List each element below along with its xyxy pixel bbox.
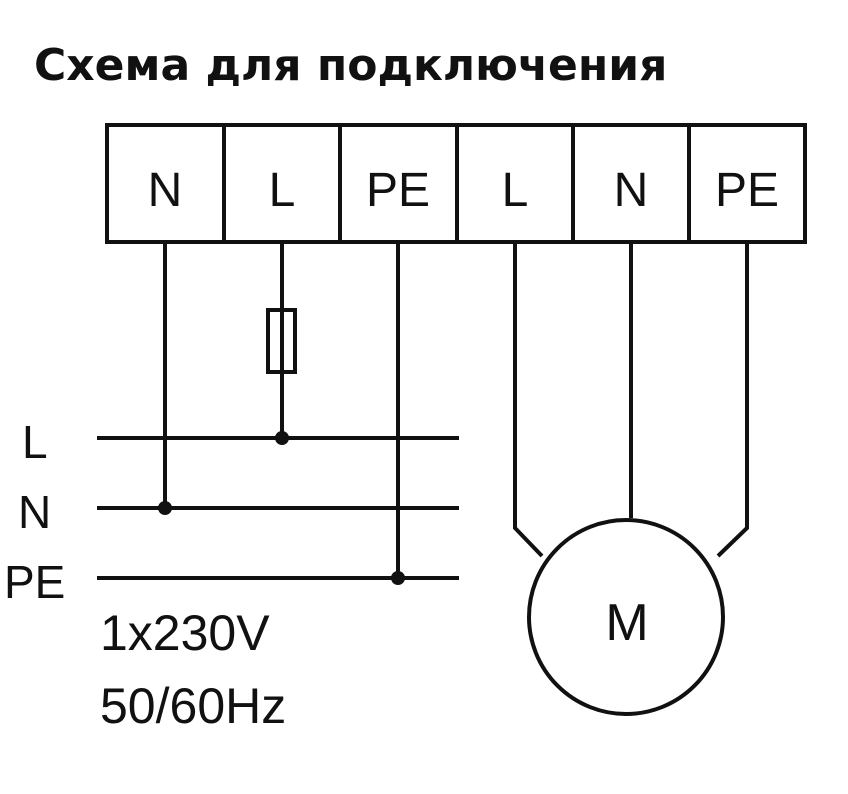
- terminal-label-motor-n: N: [614, 164, 649, 217]
- terminal-label-n: N: [148, 164, 183, 217]
- supply-frequency: 50/60Hz: [100, 678, 286, 734]
- motor-wiring: M: [513, 242, 749, 716]
- bus-label-pe: PE: [4, 556, 65, 608]
- supply-bus: L N PE: [4, 416, 459, 608]
- bus-label-l: L: [22, 416, 48, 468]
- wire-motor-pe: [716, 242, 749, 558]
- terminal-label-motor-l: L: [502, 164, 529, 217]
- motor-symbol: [527, 518, 725, 716]
- supply-wires: [158, 242, 405, 585]
- terminal-label-l: L: [269, 164, 296, 217]
- junction-dot-n: [158, 501, 172, 515]
- junction-dot-l: [275, 431, 289, 445]
- junction-dot-pe: [391, 571, 405, 585]
- diagram-title: Схема для подключения: [34, 40, 667, 91]
- motor-label: M: [605, 594, 648, 652]
- bus-label-n: N: [18, 486, 51, 538]
- terminal-label-motor-pe: PE: [715, 164, 779, 217]
- wire-motor-l: [513, 242, 544, 558]
- supply-voltage: 1x230V: [100, 605, 270, 661]
- terminal-block: N L PE L N PE: [105, 123, 807, 244]
- terminal-label-pe: PE: [366, 164, 430, 217]
